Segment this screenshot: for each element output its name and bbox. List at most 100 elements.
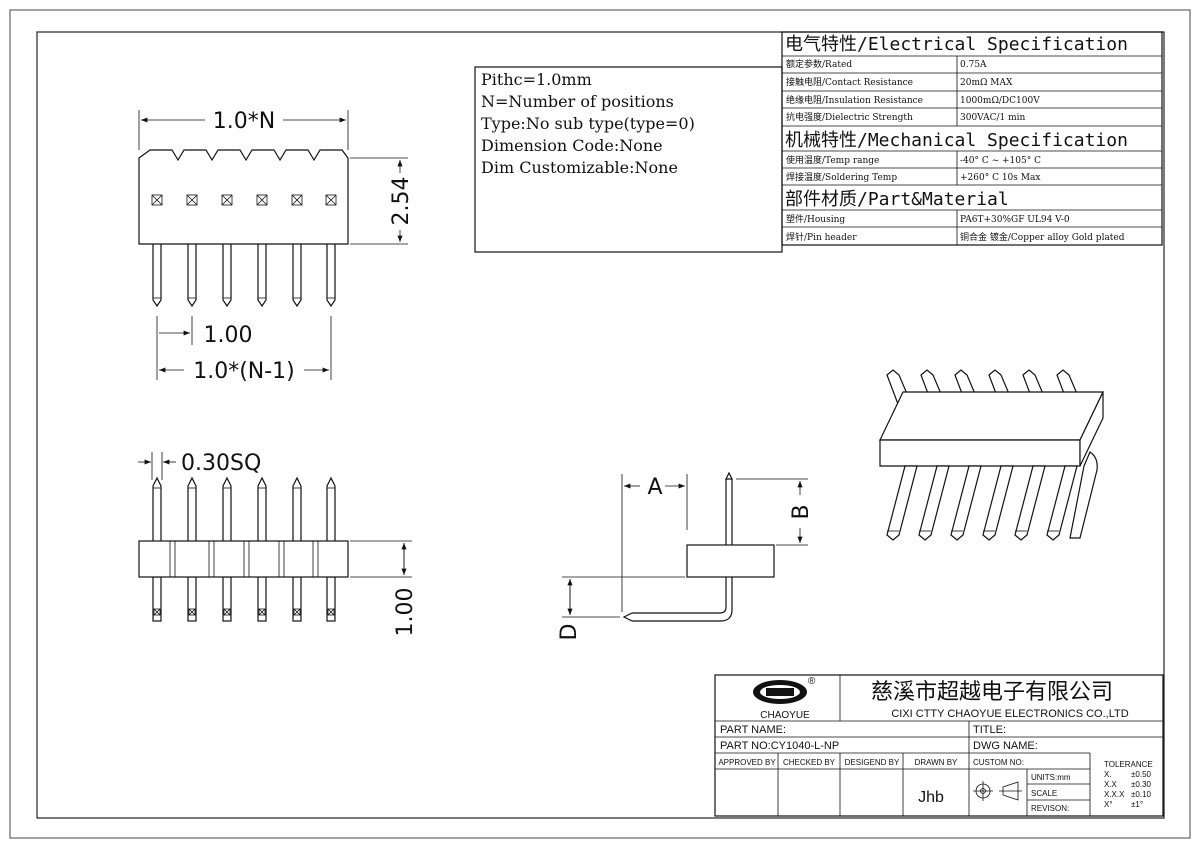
tolerance-key: X.X	[1104, 780, 1118, 789]
pin-lower-cross	[223, 608, 231, 616]
pin-lower-cross	[327, 608, 335, 616]
spec-label: 塑件/Housing	[786, 213, 845, 225]
dim-pitch: 1.00	[204, 323, 253, 348]
pin-square-cross	[186, 194, 198, 206]
part-number: PART NO:CY1040-L-NP	[720, 740, 839, 752]
part-name-label: PART NAME:	[720, 724, 786, 736]
approved-by-label: APPROVED BY	[718, 758, 776, 767]
pin-lower-cross	[293, 608, 301, 616]
pin-square	[256, 194, 268, 206]
iso-pin-bottom	[886, 465, 918, 541]
spec-value: 20mΩ MAX	[960, 78, 1013, 88]
pin-lower-end	[223, 608, 231, 616]
spec-value: 0.75A	[960, 60, 987, 70]
spec-label: 抗电强度/Dielectric Strength	[786, 111, 913, 123]
iso-pin-bottom	[1046, 465, 1078, 541]
right-angle-side-view: A B D	[557, 471, 814, 641]
pin-square	[221, 194, 233, 206]
tolerance-value: ±1°	[1131, 800, 1143, 809]
dim-span: 1.0*(N-1)	[193, 359, 295, 384]
pin-lower-end	[258, 608, 266, 616]
note-line: Pithc=1.0mm	[481, 70, 592, 89]
pin-upper	[326, 476, 336, 541]
tolerance-key: X.	[1104, 770, 1112, 779]
pin-upper	[292, 476, 302, 541]
pin	[326, 244, 336, 308]
bottom-view: 0.30SQ 1.00	[138, 451, 418, 636]
pin-lower-end	[293, 608, 301, 616]
spec-table: 电气特性/Electrical Specification 额定参数/Rated…	[781, 31, 1163, 246]
tolerance-key: X°	[1104, 800, 1113, 809]
tolerance-key: X.X.X	[1104, 790, 1125, 799]
dim-a: A	[647, 475, 662, 500]
company-logo: CT ®	[753, 676, 816, 704]
notes-box: Pithc=1.0mm N=Number of positions Type:N…	[474, 66, 783, 253]
dwg-name-label: DWG NAME:	[973, 740, 1038, 752]
outer-frame	[9, 9, 1191, 839]
title-label: TITLE:	[973, 724, 1006, 736]
electrical-title: 电气特性/Electrical Specification	[785, 34, 1128, 55]
iso-pin-bottom	[918, 465, 950, 541]
iso-pin-bottom	[1014, 465, 1046, 541]
pin-upper	[222, 476, 232, 541]
tolerance-value: ±0.30	[1131, 780, 1152, 789]
pin-upper	[187, 476, 197, 541]
front-view: 1.0*N 2.54 1.00 1.0*(N-1)	[138, 109, 414, 384]
note-line: Type:No sub type(type=0)	[481, 114, 695, 133]
spec-value: 300VAC/1 min	[960, 113, 1025, 123]
pin	[257, 244, 267, 308]
iso-pin-bottom	[982, 465, 1014, 541]
dim-height: 2.54	[389, 177, 414, 226]
spec-label: 额定参数/Rated	[786, 58, 852, 70]
pin-lower-end	[188, 608, 196, 616]
spec-label: 接触电阻/Contact Resistance	[786, 76, 913, 88]
pin-upper	[152, 476, 162, 541]
drawn-by-name: Jhb	[918, 789, 944, 806]
scale-label: SCALE	[1031, 789, 1057, 798]
pin-square	[291, 194, 303, 206]
tolerance-label: TOLERANCE	[1104, 760, 1153, 769]
dim-d: D	[557, 624, 582, 641]
units-label: UNITS:mm	[1031, 773, 1071, 782]
svg-text:CT: CT	[773, 688, 786, 699]
tolerance-value: ±0.50	[1131, 770, 1152, 779]
pin	[222, 244, 232, 308]
pin-square-cross	[291, 194, 303, 206]
iso-pin-bottom	[950, 465, 982, 541]
title-block: CT ® CHAOYUE 慈溪市超越电子有限公司 CIXI CTTY CHAOY…	[714, 674, 1164, 817]
note-line: N=Number of positions	[481, 92, 674, 111]
pin	[292, 244, 302, 308]
company-name-cn: 慈溪市超越电子有限公司	[871, 679, 1113, 704]
tolerance-value: ±0.10	[1131, 790, 1152, 799]
spec-label: 使用温度/Temp range	[786, 154, 879, 166]
custom-no-label: CUSTOM NO:	[973, 758, 1024, 767]
pin-square-cross	[256, 194, 268, 206]
inner-frame	[36, 31, 1165, 819]
note-line: Dim Customizable:None	[481, 158, 678, 177]
spec-value: +260° C 10s Max	[960, 173, 1040, 183]
spec-label: 焊接温度/Soldering Temp	[786, 171, 897, 183]
projection-symbol	[973, 781, 1022, 801]
brand-name: CHAOYUE	[760, 710, 810, 721]
pin-square	[325, 194, 337, 206]
note-line: Dimension Code:None	[481, 136, 663, 155]
isometric-view	[879, 369, 1104, 541]
checked-by-label: CHECKED BY	[783, 758, 836, 767]
pin-lower-cross	[153, 608, 161, 616]
pin-lower-end	[153, 608, 161, 616]
dim-b: B	[789, 504, 814, 519]
material-title: 部件材质/Part&Material	[785, 189, 1009, 210]
registered-mark: ®	[808, 676, 816, 687]
pin-square-cross	[221, 194, 233, 206]
revision-label: REVISON:	[1031, 804, 1069, 813]
spec-label: 焊针/Pin header	[786, 231, 857, 243]
spec-value: 1000mΩ/DC100V	[960, 96, 1040, 106]
spec-value: 铜合金 镀金/Copper alloy Gold plated	[960, 231, 1125, 243]
pin-square-cross	[151, 194, 163, 206]
spec-label: 绝缘电阻/Insulation Resistance	[786, 94, 923, 106]
designed-by-label: DESIGEND BY	[845, 758, 900, 767]
pin-square	[151, 194, 163, 206]
dim-width-n: 1.0*N	[213, 109, 275, 134]
pin	[152, 244, 162, 308]
